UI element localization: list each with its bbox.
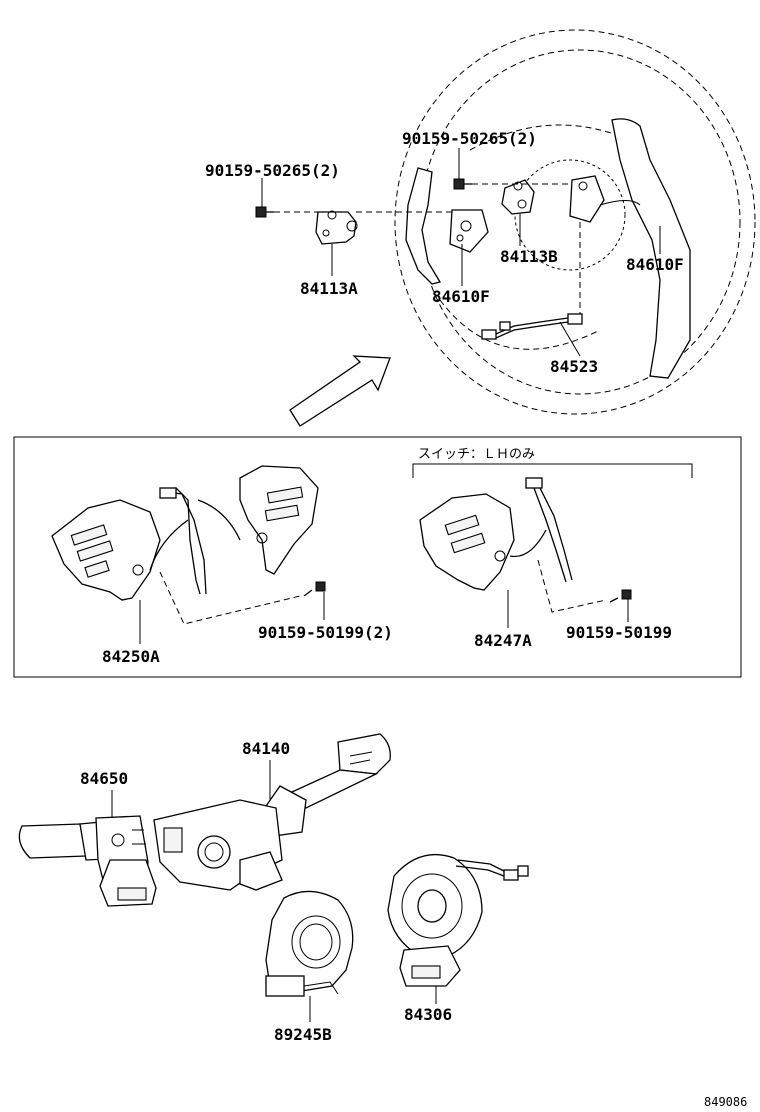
switch-lh-harness[interactable] — [509, 477, 573, 583]
label-paddle-right: 84610F — [626, 255, 684, 274]
steering-angle-sensor[interactable] — [265, 890, 354, 997]
label-combo-switch: 84140 — [242, 739, 290, 758]
screw-pair[interactable] — [303, 581, 326, 597]
label-bolt-left: 90159-50265(2) — [205, 161, 340, 180]
label-bracket-b: 84113B — [500, 247, 558, 266]
wiper-switch[interactable] — [18, 815, 157, 907]
label-spiral-cable: 84306 — [404, 1005, 452, 1024]
diagram-reference: 849086 — [704, 1095, 747, 1109]
label-screw-pair: 90159-50199(2) — [258, 623, 393, 642]
label-wire: 84523 — [550, 357, 598, 376]
paddle-shifter-left[interactable] — [405, 167, 489, 285]
label-wiper-switch: 84650 — [80, 769, 128, 788]
switch-harness[interactable] — [149, 487, 207, 595]
switch-box — [13, 436, 742, 678]
steering-switch-lh[interactable] — [419, 493, 515, 591]
label-switch-single: 84247A — [474, 631, 532, 650]
paddle-shifter-right[interactable] — [569, 118, 691, 379]
bracket-84113a[interactable] — [315, 210, 358, 245]
label-screw-single: 90159-50199 — [566, 623, 672, 642]
steering-switch-right[interactable] — [197, 465, 319, 575]
label-switch-lh-only: スイッチ：ＬＨのみ — [418, 447, 535, 462]
bolt-left[interactable] — [255, 206, 274, 218]
label-bracket-a: 84113A — [300, 279, 358, 298]
label-bolt-right: 90159-50265(2) — [402, 129, 537, 148]
spiral-cable[interactable] — [387, 854, 529, 987]
label-sensor: 89245B — [274, 1025, 332, 1044]
label-switch-pair: 84250A — [102, 647, 160, 666]
label-paddle-left: 84610F — [432, 287, 490, 306]
steering-switch-left[interactable] — [51, 499, 161, 601]
bolt-right[interactable] — [453, 178, 472, 190]
direction-arrow — [289, 355, 391, 427]
wire-harness[interactable] — [481, 313, 583, 340]
bracket-84113b[interactable] — [501, 179, 535, 215]
screw-single[interactable] — [609, 589, 632, 603]
combination-switch[interactable] — [153, 733, 391, 891]
